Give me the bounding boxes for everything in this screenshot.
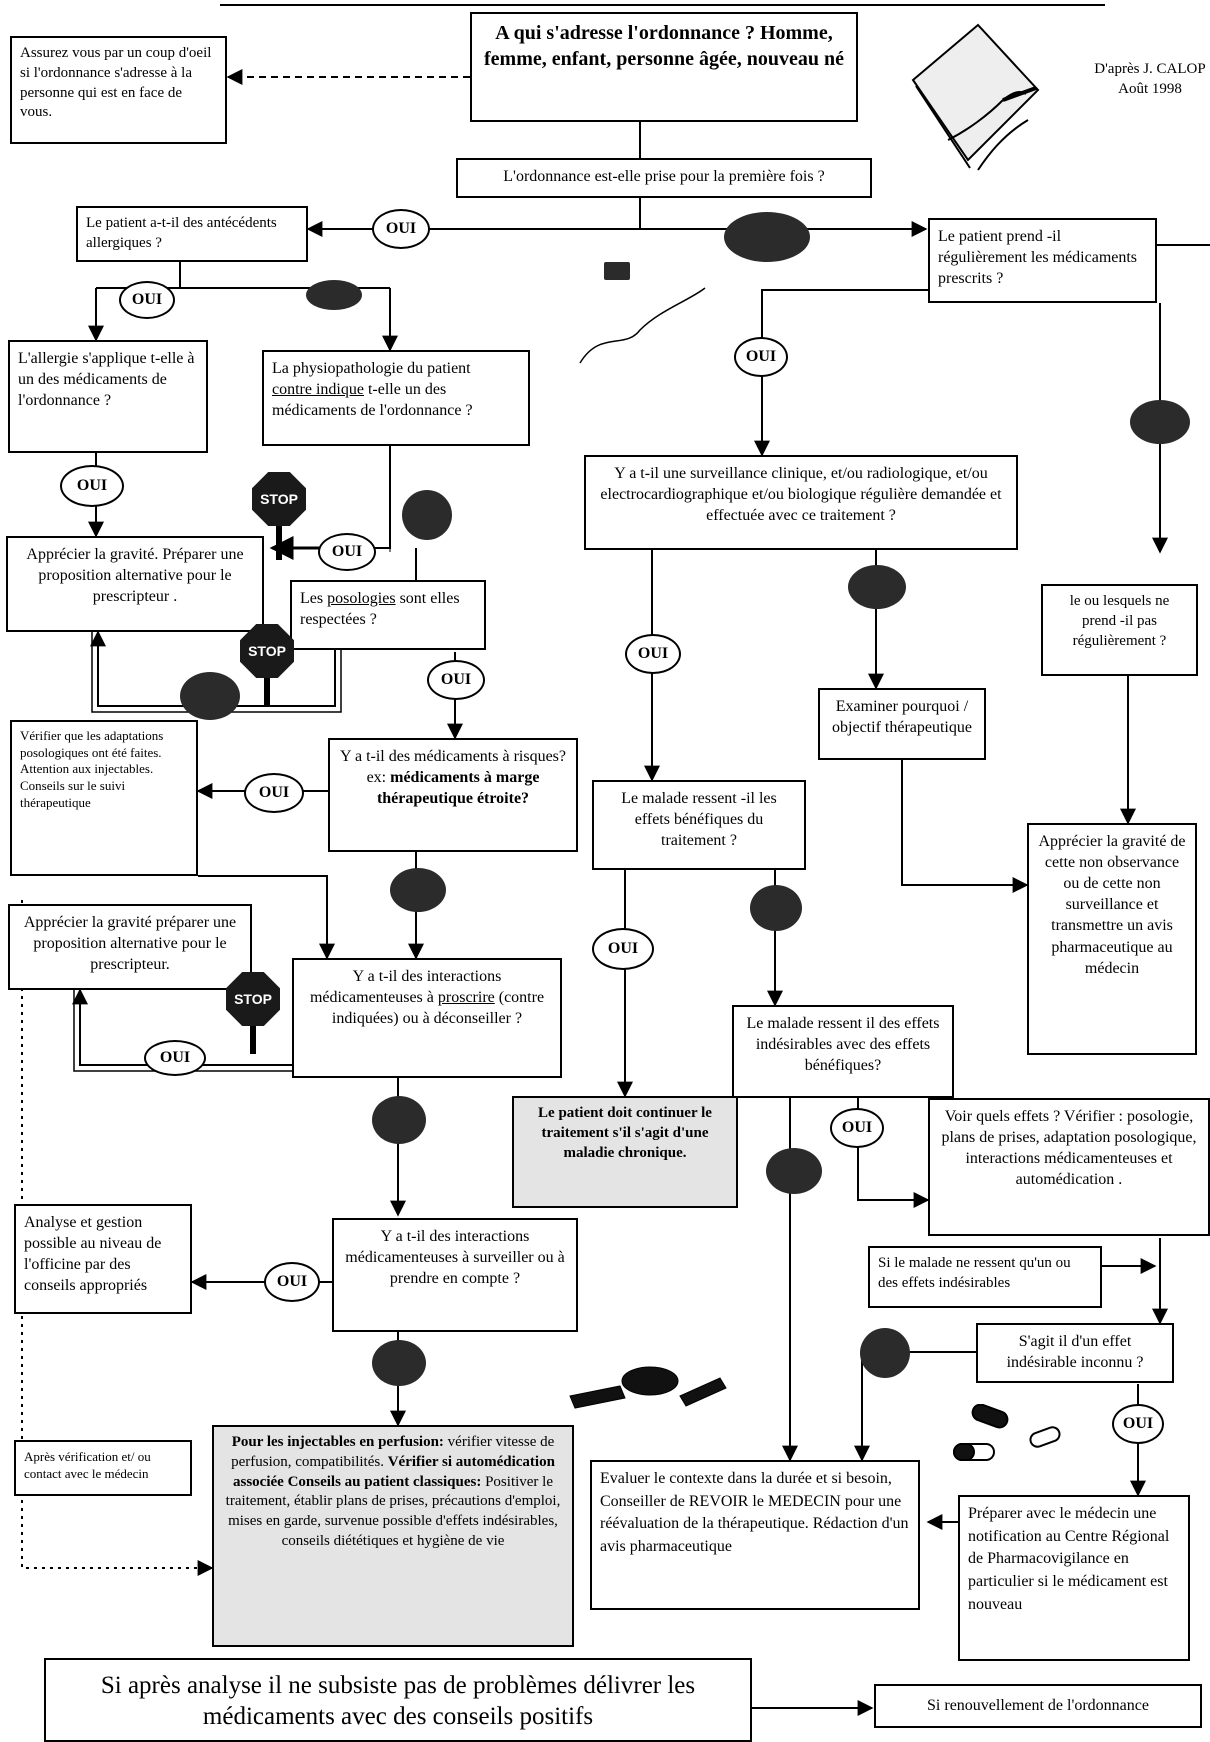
arrow-verify-to-proscribe [198, 875, 335, 960]
node-physiopathology: La physiopathologie du patient contre in… [262, 350, 530, 446]
risk-text-2: médicaments à marge thérapeutique étroit… [376, 769, 540, 808]
node-regular: Le patient prend -il régulièrement les m… [928, 218, 1157, 303]
node-unknown-effect: S'agit il d'un effet indésirable inconnu… [976, 1323, 1174, 1383]
non-marker-regular [1130, 400, 1190, 444]
node-posologies: Les posologies sont elles respectées ? [290, 580, 486, 650]
node-patient-advice: Pour les injectables en perfusion: vérif… [212, 1425, 574, 1647]
node-which-not: le ou lesquels ne prend -il pas régulièr… [1041, 584, 1198, 676]
arrow-examine-to-gravity [901, 760, 1029, 893]
oui-label-allergy-applies: OUI [60, 465, 124, 507]
oui-label-risk: OUI [244, 773, 304, 813]
node-analysis-office: Analyse et gestion possible au niveau de… [14, 1204, 192, 1314]
oui-label-side-effects: OUI [830, 1108, 884, 1148]
node-after-verification: Après vérification et/ ou contact avec l… [14, 1440, 192, 1496]
oui-label-allergy: OUI [372, 209, 430, 249]
non-marker-monitor [372, 1340, 426, 1386]
physio-text-1: La physiopathologie du patient [272, 360, 471, 377]
node-notify-pharmacovigilance: Préparer avec le médecin une notificatio… [958, 1495, 1190, 1661]
arrow-dotted-to-advice [21, 900, 214, 1576]
physio-text-underlined: contre indique [272, 381, 364, 399]
decorative-scribble [579, 287, 706, 364]
node-evaluate-context: Evaluer le contexte dans la durée et si … [590, 1460, 920, 1610]
node-examine: Examiner pourquoi / objectif thérapeutiq… [818, 688, 986, 760]
node-benefit: Le malade ressent -il les effets bénéfiq… [592, 780, 806, 870]
non-marker-risk [390, 868, 446, 912]
advice-text-1: Pour les injectables en perfusion: [231, 1434, 448, 1450]
decorative-mark [604, 262, 630, 280]
proscribe-text-2: (contre indiquées) ou à déconseiller ? [331, 989, 545, 1028]
node-only-side-effects: Si le malade ne ressent qu'un ou des eff… [868, 1246, 1102, 1308]
poso-text-1: Les [300, 590, 328, 607]
node-continue-treatment: Le patient doit continuer le traitement … [512, 1096, 738, 1208]
stop-sign-proscribe: STOP [226, 972, 280, 1026]
physio-text-2: t-elle un des médicaments de l'ordonnanc… [272, 381, 473, 420]
advice-text-2: vérifier vitesse de perfusion, compatibi… [231, 1434, 555, 1470]
stop-sign-posologies: STOP [240, 624, 294, 678]
oui-label-surveillance: OUI [625, 634, 681, 674]
arrow-proscribe-to-gravity2 [72, 988, 292, 1066]
node-surveillance: Y a t-il une surveillance clinique, et/o… [584, 455, 1018, 550]
node-allergy-applies: L'allergie s'applique t-elle à un des mé… [8, 340, 208, 453]
node-risk-drugs: Y a t-il des médicaments à risques?ex: m… [328, 738, 578, 852]
node-interactions-monitor: Y a t-il des interactions médicamenteuse… [332, 1218, 578, 1332]
node-gravity-2: Apprécier la gravité préparer une propos… [8, 904, 252, 990]
proscribe-text-underlined: proscrire [437, 989, 495, 1007]
poso-text-underlined: posologies [327, 590, 396, 607]
non-marker-side-effects [766, 1148, 822, 1194]
node-allergy: Le patient a-t-il des antécédents allerg… [76, 206, 308, 262]
non-marker-unknown [860, 1328, 910, 1378]
non-marker-surveillance [848, 565, 906, 609]
node-verify-adaptations: Vérifier que les adaptations posologique… [10, 720, 198, 876]
oui-label-regular: OUI [734, 337, 788, 377]
advice-text-4: Conseils au patient classiques: [287, 1473, 486, 1490]
oui-label-allergy-yes: OUI [119, 281, 175, 319]
node-side-effects: Le malade ressent il des effets indésira… [732, 1005, 954, 1098]
node-interactions-proscribe: Y a t-il des interactions médicamenteuse… [292, 958, 562, 1078]
oui-label-unknown: OUI [1112, 1404, 1164, 1444]
node-renewal: Si renouvellement de l'ordonnance [874, 1684, 1202, 1728]
stop-sign-physio: STOP [252, 472, 306, 526]
non-marker-first [724, 212, 810, 262]
node-check-patient: Assurez vous par un coup d'oeil si l'ord… [10, 36, 227, 144]
node-see-effects: Voir quels effets ? Vérifier : posologie… [928, 1098, 1210, 1236]
node-gravity-1: Apprécier la gravité. Préparer une propo… [6, 536, 264, 632]
oui-label-monitor: OUI [264, 1262, 320, 1302]
oui-label-proscribe: OUI [144, 1040, 206, 1076]
proscribe-text-1: Y a t-il des interactions médicamenteuse… [309, 968, 502, 1007]
oui-label-benefit: OUI [592, 928, 654, 970]
advice-text-5: Positiver le traitement, établir plans d… [225, 1473, 561, 1549]
oui-label-physio: OUI [318, 533, 376, 571]
risk-text-1: Y a t-il des médicaments à risques?ex: [340, 748, 566, 787]
poso-text-2: sont elles respectées ? [300, 590, 460, 629]
pills-illustration-1 [569, 1366, 727, 1409]
non-marker-benefit [750, 885, 802, 931]
node-gravity-nonobservance: Apprécier la gravité de cette non observ… [1027, 823, 1197, 1055]
node-first-time: L'ordonnance est-elle prise pour la prem… [456, 158, 872, 198]
node-who: A qui s'adresse l'ordonnance ? Homme, fe… [470, 12, 858, 122]
oui-label-posologies: OUI [427, 660, 485, 700]
writing-hand-illustration [911, 23, 1040, 171]
source-credit: D'après J. CALOP Août 1998 [1094, 61, 1206, 97]
non-marker-posologies [180, 672, 240, 720]
pills-illustration-2 [953, 1404, 1061, 1461]
node-final-deliver: Si après analyse il ne subsiste pas de p… [44, 1658, 752, 1742]
advice-text-3: Vérifier si automédication associée [232, 1453, 555, 1490]
non-marker-proscribe [372, 1096, 426, 1144]
non-marker-allergy [306, 280, 362, 310]
non-marker-physio [402, 490, 452, 540]
arrow-regular-to-surveillance [754, 289, 930, 457]
